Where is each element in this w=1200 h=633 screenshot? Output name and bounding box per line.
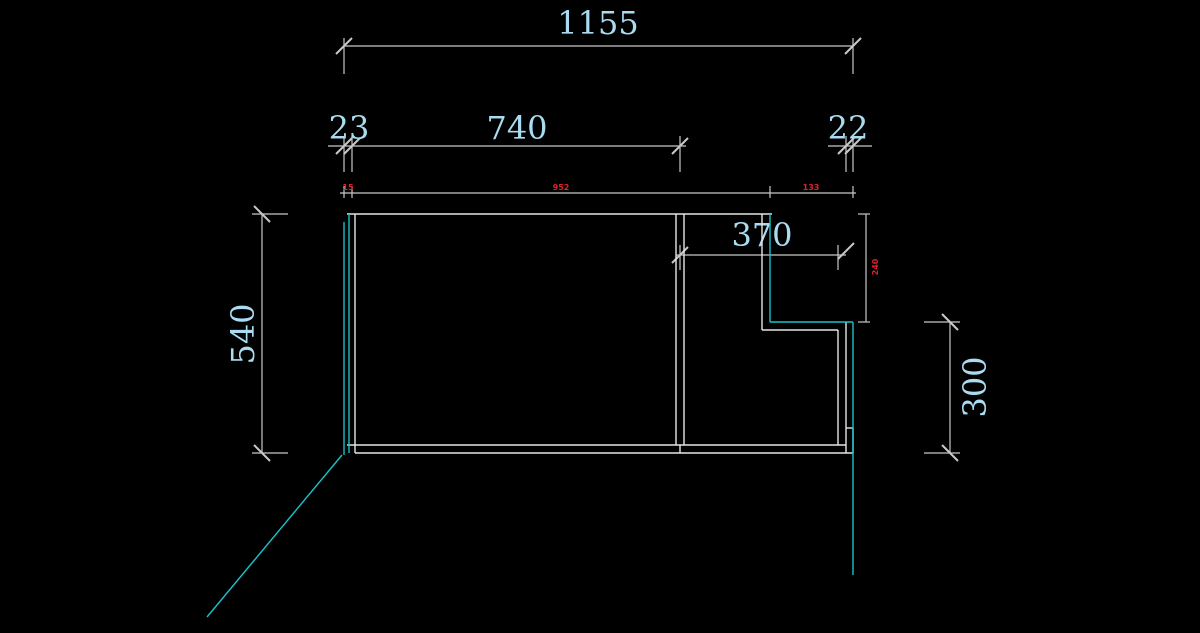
dimension-overall-width: 1155 [335, 4, 862, 74]
dimension-label-step-depth: 240 [871, 258, 880, 275]
dimension-row-small: 15 952 133 [340, 183, 856, 198]
dimension-step-depth: 240 [858, 213, 880, 323]
dimension-label-overall-height: 540 [224, 303, 262, 364]
dimension-row-second: 23 740 22 [328, 109, 872, 172]
walls-white [347, 213, 854, 454]
walls-cyan [206, 214, 854, 618]
dimension-label-small-right: 133 [803, 183, 820, 192]
dimension-label-small-middle: 952 [553, 183, 570, 192]
dimension-label-overall-width: 1155 [557, 4, 638, 42]
dimension-label-main-span: 740 [486, 109, 547, 147]
dimension-label-right-offset: 22 [828, 109, 869, 147]
dimension-right-height: 300 [924, 313, 994, 462]
dimension-label-right-height: 300 [956, 356, 994, 417]
dimension-label-small-left: 15 [342, 183, 354, 192]
dimension-overall-height: 540 [224, 205, 288, 462]
dimension-step-width: 370 [671, 216, 855, 270]
dimension-label-left-offset: 23 [329, 109, 370, 147]
